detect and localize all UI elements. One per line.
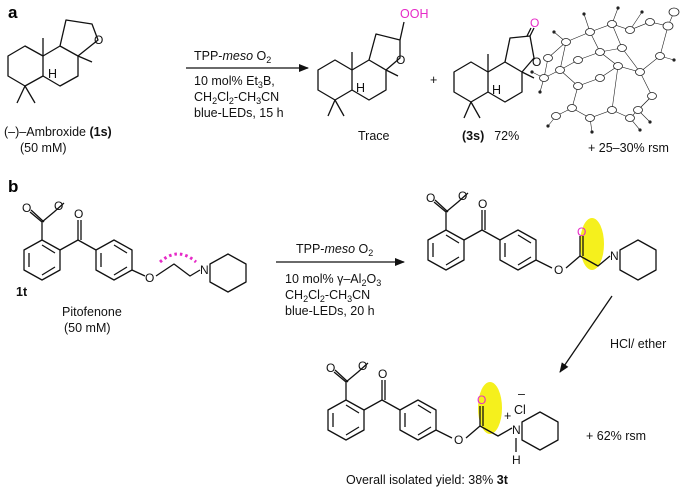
pitofenone-name: Pitofenone <box>62 305 122 319</box>
hydroperoxide-yield: Trace <box>358 129 390 143</box>
new-carbonyl-oxygen: O <box>577 225 586 239</box>
overall-yield: Overall isolated yield: 38% 3t <box>346 473 509 487</box>
ammonium-hydrogen: H <box>512 453 521 467</box>
salt-carbonyl-oxygen: O <box>477 393 486 407</box>
lactone-carbonyl-oxygen: O <box>530 16 539 30</box>
ketone-ester-oxygen: O <box>426 191 435 205</box>
pitofenone-concentration: (50 mM) <box>64 321 111 335</box>
salt-benzoyl-oxygen: O <box>378 367 387 381</box>
hydroperoxide-group: OOH <box>400 7 428 21</box>
ambroxide-concentration: (50 mM) <box>20 141 67 155</box>
ambroxide-stereo-h: H <box>48 67 57 81</box>
pitofenone-ester-oxygen: O <box>22 201 31 215</box>
lactone-structure: O O H <box>453 16 541 119</box>
salt-ester-oxygen: O <box>326 361 335 375</box>
conditions-a-line1: TPP-meso O2 <box>194 49 271 65</box>
conditions-b-line3: CH2Cl2-CH3CN <box>285 288 370 304</box>
hydroperoxide-ring-oxygen: O <box>396 53 405 67</box>
lactone-id-yield: (3s)72% <box>462 129 519 143</box>
ammonium-product-structure: O O O O O + N H Cl – <box>326 359 559 467</box>
hydroperoxide-structure: O OOH H <box>317 7 428 117</box>
salt-methoxy-oxygen: O <box>358 359 367 373</box>
lactone-stereo-h: H <box>492 83 501 97</box>
reactive-site-dotted-arc <box>159 252 197 264</box>
pitofenone-ketone-oxygen: O <box>74 207 83 221</box>
ketone-nitrogen: N <box>610 249 619 263</box>
panel-a-label: a <box>8 3 18 22</box>
ketone-ether-oxygen: O <box>554 263 563 277</box>
plus-sign-a: + <box>430 73 437 87</box>
panel-a-rsm: + 25–30% rsm <box>588 141 669 155</box>
conditions-b-line4: blue-LEDs, 20 h <box>285 304 375 318</box>
ammonium-nitrogen: N <box>512 423 521 437</box>
ammonium-charge: + <box>504 409 511 423</box>
conditions-a-line3: CH2Cl2-CH3CN <box>194 90 279 106</box>
ketone-product-structure: O O O O O N <box>426 189 657 281</box>
ambroxide-oxygen: O <box>94 33 103 47</box>
chloride-ion: Cl <box>514 403 526 417</box>
ambroxide-structure: O H <box>7 19 103 104</box>
panel-b-label: b <box>8 177 18 196</box>
crystal-structure-image <box>530 6 680 134</box>
conditions-a-line4: blue-LEDs, 15 h <box>194 106 284 120</box>
panel-b-rsm: + 62% rsm <box>586 429 646 443</box>
hydroperoxide-stereo-h: H <box>356 81 365 95</box>
pitofenone-id: 1t <box>16 285 28 299</box>
acid-arrow <box>559 295 613 373</box>
pitofenone-structure: O O O O N <box>22 199 247 293</box>
salt-ether-oxygen: O <box>454 433 463 447</box>
carbonyl-highlight <box>580 218 604 270</box>
pitofenone-methoxy-oxygen: O <box>54 199 63 213</box>
conditions-b-line1: TPP-meso O2 <box>296 242 373 258</box>
carbonyl-highlight-3t <box>478 382 502 434</box>
ketone-benzoyl-oxygen: O <box>478 197 487 211</box>
conditions-a-line2: 10 mol% Et3B, <box>194 74 275 90</box>
pitofenone-nitrogen: N <box>200 263 209 277</box>
pitofenone-ether-oxygen: O <box>145 271 154 285</box>
chloride-charge: – <box>518 387 525 401</box>
ketone-methoxy-oxygen: O <box>458 189 467 203</box>
conditions-b-line2: 10 mol% γ–Al2O3 <box>285 272 381 288</box>
lactone-ring-oxygen: O <box>532 55 541 69</box>
ambroxide-name: (–)–Ambroxide (1s) <box>4 125 112 139</box>
acid-conditions: HCl/ ether <box>610 337 666 351</box>
